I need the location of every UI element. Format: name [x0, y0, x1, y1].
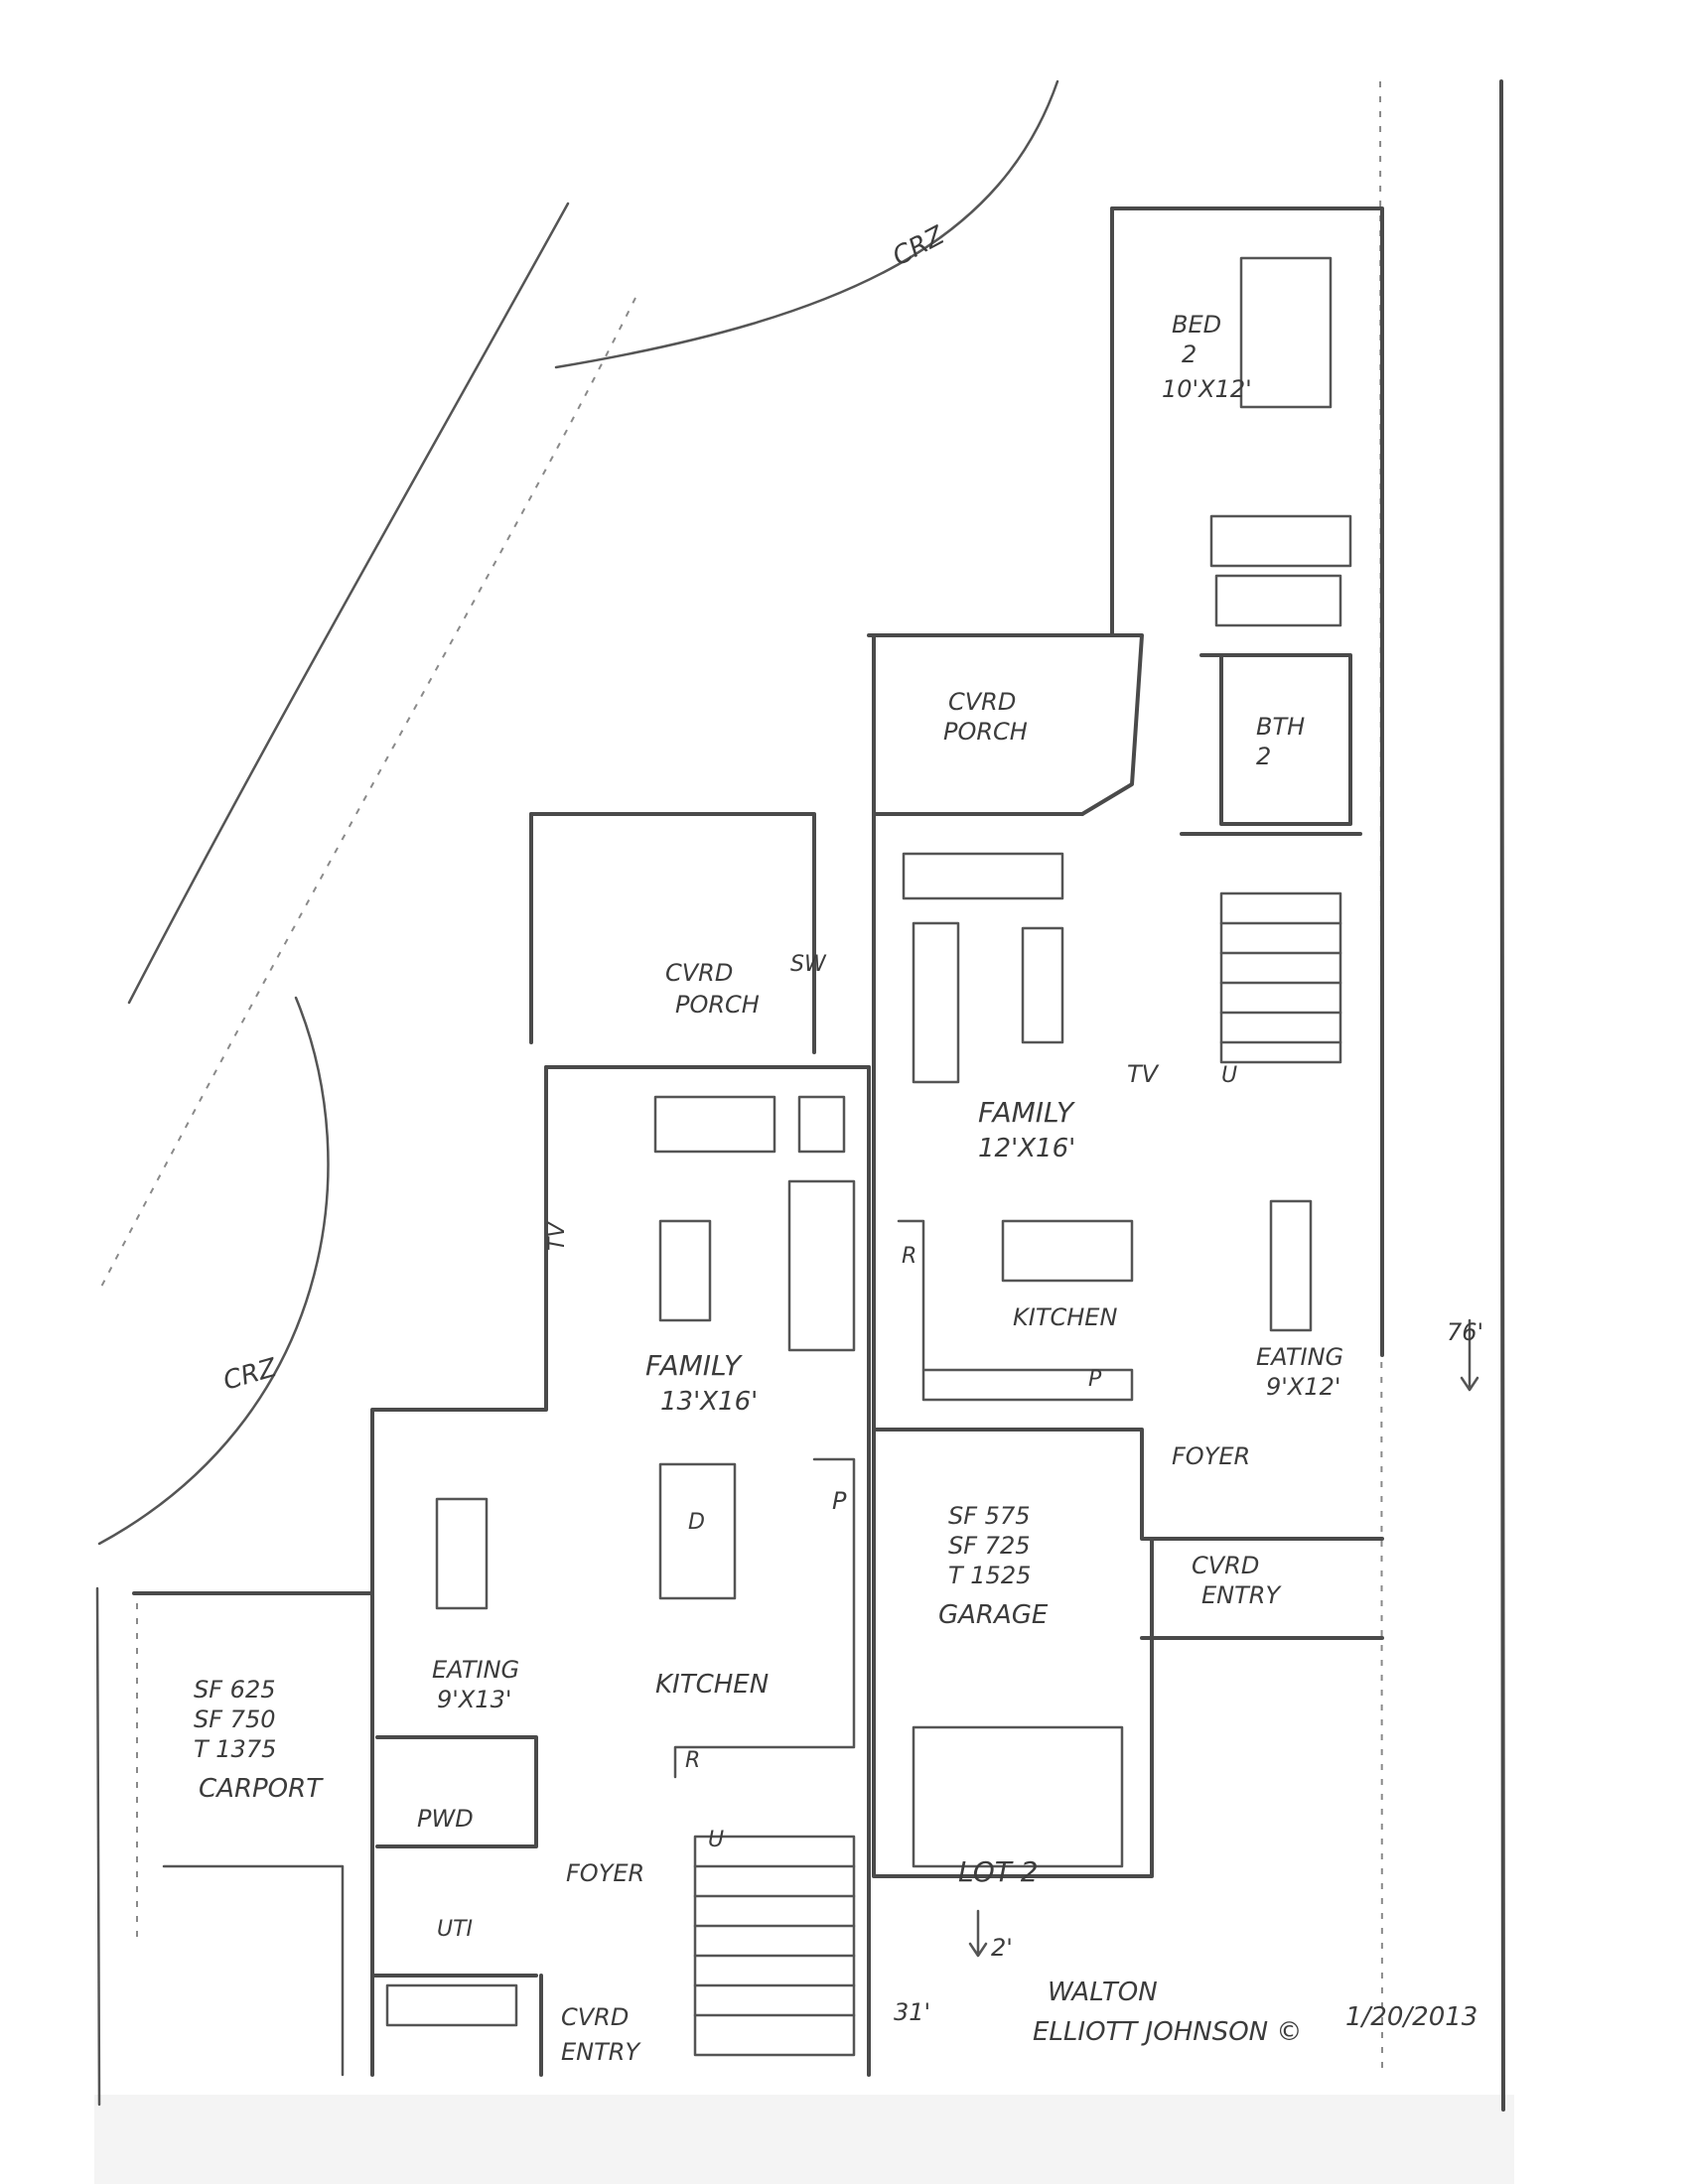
label-r-right: R [902, 1244, 916, 1269]
label-author-1: WALTON [1048, 1978, 1158, 2007]
dining-table-right [1269, 1199, 1313, 1332]
sofa-left-top [653, 1095, 776, 1154]
label-kitchen-left: KITCHEN [655, 1670, 769, 1700]
label-family-left: FAMILY [645, 1349, 743, 1382]
label-eating-left-size: 9'X13' [437, 1686, 511, 1713]
label-family-right: FAMILY [978, 1096, 1075, 1129]
label-cvrd-entry-right-2: ENTRY [1201, 1581, 1282, 1609]
label-family-right-size: 12'X16' [978, 1134, 1075, 1163]
label-cvrd-porch-left-2: PORCH [675, 991, 760, 1019]
label-sf-garage-2: SF 725 [948, 1532, 1030, 1560]
label-dim-76: 76' [1447, 1318, 1483, 1346]
kitchen-island-right [1001, 1219, 1134, 1283]
label-d-left: D [688, 1510, 705, 1535]
carport-opening [162, 1864, 345, 2077]
porch-side-wall [1080, 633, 1144, 816]
label-bth2: BTH [1256, 713, 1305, 741]
coffee-table-left [658, 1219, 712, 1322]
coffee-table-right [1021, 926, 1064, 1044]
label-author-2: ELLIOTT JOHNSON © [1033, 2017, 1302, 2047]
label-family-left-size: 13'X16' [660, 1387, 758, 1417]
crz-curve-top [554, 79, 1059, 369]
label-lot2: LOT 2 [958, 1855, 1039, 1888]
sofa-right-side [912, 921, 960, 1084]
label-sf-carport: SF 625 [194, 1676, 275, 1704]
label-tv-right: TV [1127, 1060, 1160, 1088]
label-cvrd-entry-left: CVRD [561, 2003, 629, 2031]
label-sw: SW [790, 952, 827, 977]
bth2-walls [1199, 653, 1352, 826]
label-bth2-num: 2 [1256, 743, 1271, 770]
label-u-left: U [708, 1828, 724, 1852]
left-border-line [95, 1586, 101, 2107]
right-unit-east-wall [1110, 206, 1384, 1357]
bed-furniture [1239, 256, 1333, 409]
right-border-line [1499, 79, 1505, 2112]
stair-treads-left [693, 1864, 856, 2017]
kitchen-counter-right [897, 1219, 1134, 1402]
label-dim-31: 31' [894, 1998, 930, 2026]
tub [1209, 514, 1352, 568]
label-cvrd-porch-left: CVRD [665, 959, 733, 987]
label-sf-garage-3: T 1525 [948, 1562, 1031, 1589]
label-crz-left: CRZ [220, 1353, 281, 1397]
label-bed2-size: 10'X12' [1162, 375, 1252, 403]
label-tv-left: TV [545, 1221, 570, 1251]
label-carport: CARPORT [199, 1774, 324, 1804]
bath-fixture [1214, 574, 1342, 627]
label-eating-left: EATING [432, 1656, 519, 1684]
label-r-left: R [685, 1748, 700, 1773]
label-dim-2: 2' [991, 1934, 1013, 1962]
right-unit-south-wall [872, 1428, 1384, 1541]
label-foyer-left: FOYER [566, 1859, 644, 1887]
kitchen-island-left [658, 1462, 737, 1600]
label-eating-right-size: 9'X12' [1266, 1373, 1340, 1401]
label-garage: GARAGE [938, 1600, 1049, 1630]
kitchen-counter-left [673, 1457, 856, 1779]
sofa-right-top [902, 852, 1064, 900]
chair-left [797, 1095, 846, 1154]
stairs-right [1219, 891, 1342, 1064]
label-pwd: PWD [417, 1805, 474, 1833]
stair-treads-right [1219, 921, 1342, 1044]
label-cvrd-entry-left-2: ENTRY [561, 2038, 641, 2066]
crz-curve-lower [97, 996, 330, 1546]
garage-walls [872, 1428, 1154, 1878]
stairs-left [693, 1835, 856, 2057]
label-sf-garage: SF 575 [948, 1502, 1030, 1530]
label-p-right: P [1088, 1367, 1102, 1392]
cvrd-porch-left-walls [529, 812, 816, 1054]
label-p-left: P [832, 1487, 847, 1515]
label-bed2: BED [1172, 311, 1221, 339]
uti-walls [370, 1864, 543, 2077]
label-kitchen-right: KITCHEN [1013, 1303, 1117, 1331]
garage-door [912, 1725, 1124, 1868]
pwd-walls [375, 1735, 538, 1848]
dim-2-arrow [968, 1909, 988, 1958]
sofa-left-side [787, 1179, 856, 1352]
dining-table-left [435, 1497, 489, 1610]
label-cvrd-entry-right: CVRD [1192, 1552, 1259, 1579]
dim-76-arrow [1460, 1318, 1479, 1392]
setback-line [98, 297, 636, 1292]
label-uti: UTI [437, 1917, 473, 1942]
label-u-right: U [1221, 1063, 1237, 1088]
label-eating-right: EATING [1256, 1343, 1343, 1371]
label-crz-top: CRZ [888, 220, 950, 272]
label-foyer-right: FOYER [1172, 1442, 1250, 1470]
label-bed2-num: 2 [1182, 341, 1196, 368]
bottom-fade [94, 2095, 1514, 2184]
washer-dryer [385, 1983, 518, 2027]
label-date: 1/20/2013 [1345, 2002, 1477, 2032]
crz-curve-left [127, 202, 570, 1005]
label-cvrd-porch: CVRD [948, 688, 1016, 716]
label-cvrd-porch-2: PORCH [943, 718, 1028, 746]
left-unit-west-wall [370, 1065, 548, 1868]
label-sf-carport-2: SF 750 [194, 1706, 275, 1733]
label-sf-carport-3: T 1375 [194, 1735, 276, 1763]
